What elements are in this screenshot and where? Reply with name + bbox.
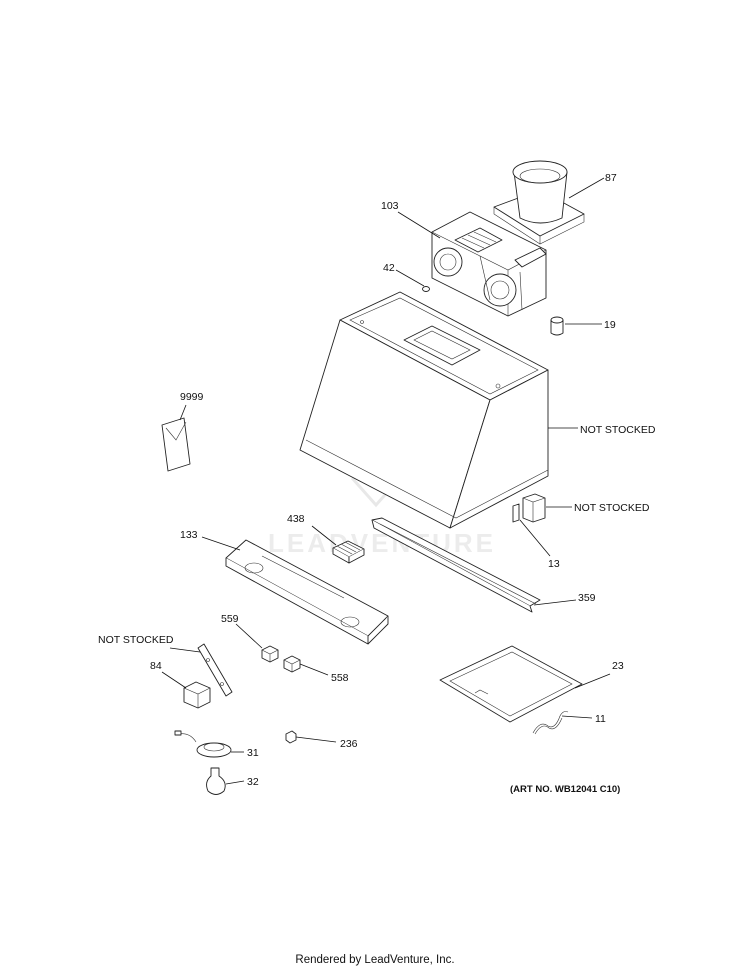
part-19-capacitor[interactable] [550,316,564,336]
watermark-text: LEADVENTURE [268,528,496,558]
junction-box[interactable] [522,493,546,523]
callout-9999: 9999 [180,391,204,403]
part-9999-literature[interactable] [161,417,191,472]
leader-lines [161,177,611,785]
part-23-grease-filter[interactable] [439,645,583,723]
callout-133: 133 [180,529,198,541]
part-438-terminal-block[interactable] [332,540,365,564]
callout-42: 42 [383,262,395,274]
part-84-transformer[interactable] [183,681,211,709]
callout-box-not-stocked: NOT STOCKED [574,502,650,514]
hood-body[interactable] [299,291,549,529]
callout-84: 84 [150,660,162,672]
callout-hood-not-stocked: NOT STOCKED [580,424,656,436]
part-31-lamp-socket[interactable] [174,730,232,758]
callout-11: 11 [595,713,606,725]
callout-558: 558 [331,672,349,684]
part-558-switch[interactable] [283,655,301,673]
callout-103: 103 [381,200,399,212]
callout-31: 31 [247,747,259,759]
callout-438: 438 [287,513,305,525]
part-32-bulb[interactable] [206,767,226,795]
callout-236: 236 [340,738,358,750]
part-42-screw[interactable] [422,286,430,292]
part-13-clamp[interactable] [512,503,520,523]
callout-19: 19 [604,319,616,331]
part-559-switch[interactable] [261,645,279,663]
callout-labels: 87 103 42 19 NOT STOCKED 9999 NOT STOCKE… [98,172,656,795]
art-number: (ART NO. WB12041 C10) [510,784,620,795]
callout-559: 559 [221,613,239,625]
bracket[interactable] [197,643,233,697]
part-11-wire[interactable] [532,711,569,735]
callout-32: 32 [247,776,259,788]
footer-credit: Rendered by LeadVenture, Inc. [295,954,455,966]
part-236-strain-relief[interactable] [285,730,297,744]
watermark: LEADVENTURE [268,412,496,558]
part-359-trim-rail[interactable] [371,517,541,613]
callout-87: 87 [605,172,617,184]
part-87-duct-adapter[interactable] [493,160,585,245]
callout-359: 359 [578,592,596,604]
part-103-blower-assembly[interactable] [431,211,547,317]
part-133-bottom-pan[interactable] [225,539,389,645]
callout-13: 13 [548,558,560,570]
callout-23: 23 [612,660,624,672]
callout-bracket-not-stocked: NOT STOCKED [98,634,174,646]
